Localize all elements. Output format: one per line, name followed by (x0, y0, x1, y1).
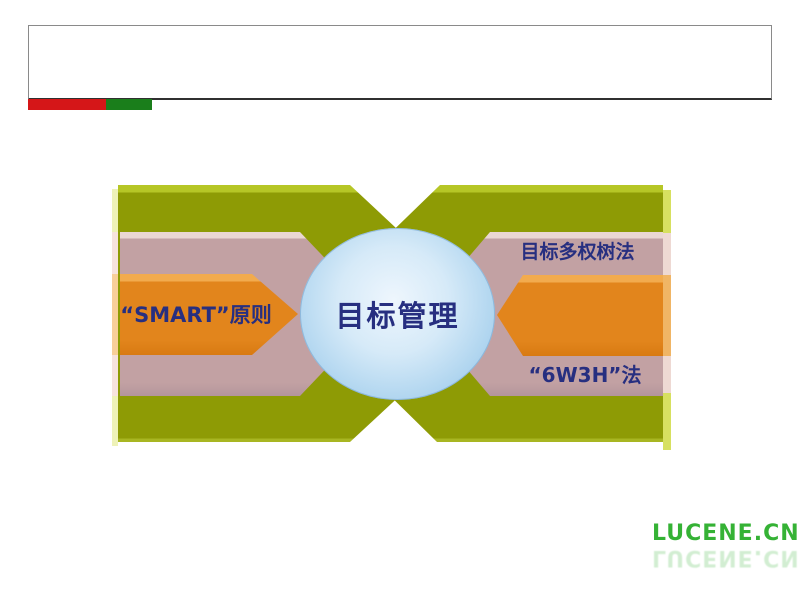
right-3d-edge (663, 190, 671, 450)
accent-bar-green (106, 99, 152, 110)
watermark-reflection: LUCENE.CN (652, 545, 800, 570)
accent-bar-red (28, 99, 106, 110)
multi-branch-tree-label: 目标多权树法 (520, 241, 635, 263)
six-w-three-h-label: “6W3H”法 (528, 363, 642, 387)
goal-management-label: 目标管理 (335, 299, 460, 333)
orange-arrow-right (497, 275, 663, 356)
center-circle: 目标管理 (300, 228, 495, 400)
left-3d-edge (112, 189, 118, 446)
watermark: LUCENE.CN (652, 521, 800, 546)
smart-principle-label: “SMART”原则 (120, 303, 272, 327)
title-placeholder (28, 25, 772, 100)
